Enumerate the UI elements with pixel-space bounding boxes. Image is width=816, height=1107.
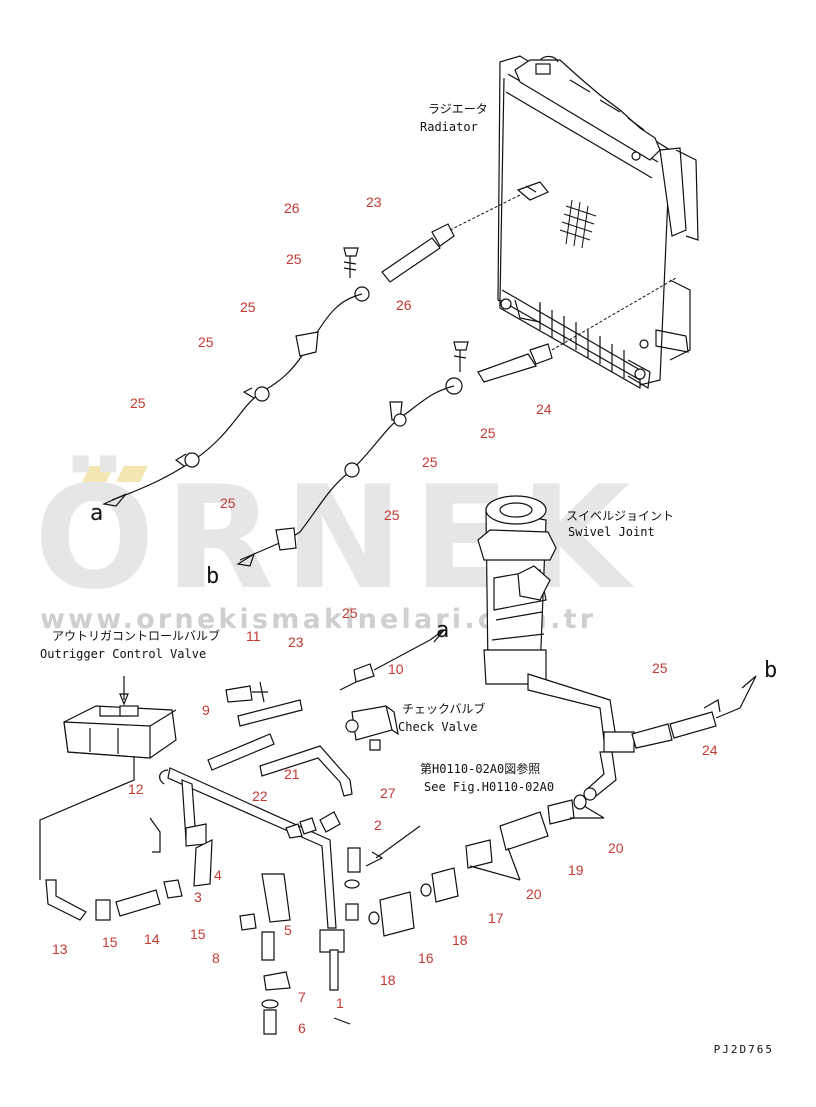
outrigger-label-en: Outrigger Control Valve: [40, 647, 207, 661]
callout-8: 8: [212, 950, 220, 966]
callout-27: 27: [380, 785, 396, 801]
connection-letter-b-lower: b: [764, 658, 778, 683]
callout-25-e: 25: [480, 425, 496, 441]
callout-14: 14: [144, 931, 160, 947]
callout-1: 1: [336, 995, 344, 1011]
outrigger-valve-drawing: [39, 676, 177, 880]
callout-17: 17: [488, 910, 504, 926]
callout-7: 7: [298, 989, 306, 1005]
callout-18-left: 18: [380, 972, 396, 988]
lower-hose-24: [445, 277, 677, 395]
callout-25-b: 25: [240, 299, 256, 315]
callout-21: 21: [284, 766, 300, 782]
callout-20-lower: 20: [526, 886, 542, 902]
callout-4: 4: [214, 867, 222, 883]
callout-25-i: 25: [342, 605, 358, 621]
callout-25-f: 25: [422, 454, 438, 470]
line-a-upper: [101, 293, 363, 507]
radiator-label-en: Radiator: [420, 120, 478, 134]
connection-letter-a-upper: a: [90, 501, 104, 526]
callout-20-upper: 20: [608, 840, 624, 856]
callout-6: 6: [298, 1020, 306, 1036]
connection-letter-a-lower: a: [436, 618, 450, 643]
see-figure-label-jp: 第H0110-02A0図参照: [420, 762, 541, 776]
swivel-label-en: Swivel Joint: [568, 525, 655, 539]
callout-26-lower: 26: [396, 297, 412, 313]
lower-piping: [45, 629, 605, 1035]
callout-9: 9: [202, 702, 210, 718]
callout-3: 3: [194, 889, 202, 905]
callout-13: 13: [52, 941, 68, 957]
callout-25-j: 25: [652, 660, 668, 676]
callout-24-lower: 24: [702, 742, 718, 758]
callout-10: 10: [388, 661, 404, 677]
callout-11: 11: [246, 628, 261, 644]
callout-15-left: 15: [102, 934, 118, 950]
line-b-upper: [236, 385, 455, 567]
see-figure-label-en: See Fig.H0110-02A0: [424, 780, 555, 794]
callout-19: 19: [568, 862, 584, 878]
callout-12: 12: [128, 781, 144, 797]
swivel-label-jp: スイベルジョイント: [566, 509, 675, 523]
callout-18-right: 18: [452, 932, 468, 948]
callout-23-upper: 23: [366, 194, 382, 210]
callout-25-g: 25: [220, 495, 236, 511]
upper-hose-23: [343, 193, 523, 302]
callout-16: 16: [418, 950, 434, 966]
swivel-joint-drawing: [477, 495, 757, 801]
check-valve-drawing: [345, 705, 399, 751]
callout-25-d: 25: [130, 395, 146, 411]
radiator-drawing: [497, 55, 699, 390]
callout-24-upper: 24: [536, 401, 552, 417]
connection-letter-b-upper: b: [206, 564, 220, 589]
callout-25-c: 25: [198, 334, 214, 350]
drawing-code: PJ2D765: [713, 1043, 774, 1056]
callout-26-upper: 26: [284, 200, 300, 216]
callout-15-right: 15: [190, 926, 206, 942]
callout-23-lower: 23: [288, 634, 304, 650]
radiator-label-jp: ラジエータ: [428, 102, 488, 116]
callout-2: 2: [374, 817, 382, 833]
callout-5: 5: [284, 922, 292, 938]
callout-22: 22: [252, 788, 268, 804]
callout-25-a: 25: [286, 251, 302, 267]
outrigger-label-jp: アウトリガコントロールバルブ: [52, 629, 221, 643]
check-valve-label-en: Check Valve: [398, 720, 478, 734]
check-valve-label-jp: チェックバルブ: [402, 702, 486, 716]
callout-25-h: 25: [384, 507, 400, 523]
